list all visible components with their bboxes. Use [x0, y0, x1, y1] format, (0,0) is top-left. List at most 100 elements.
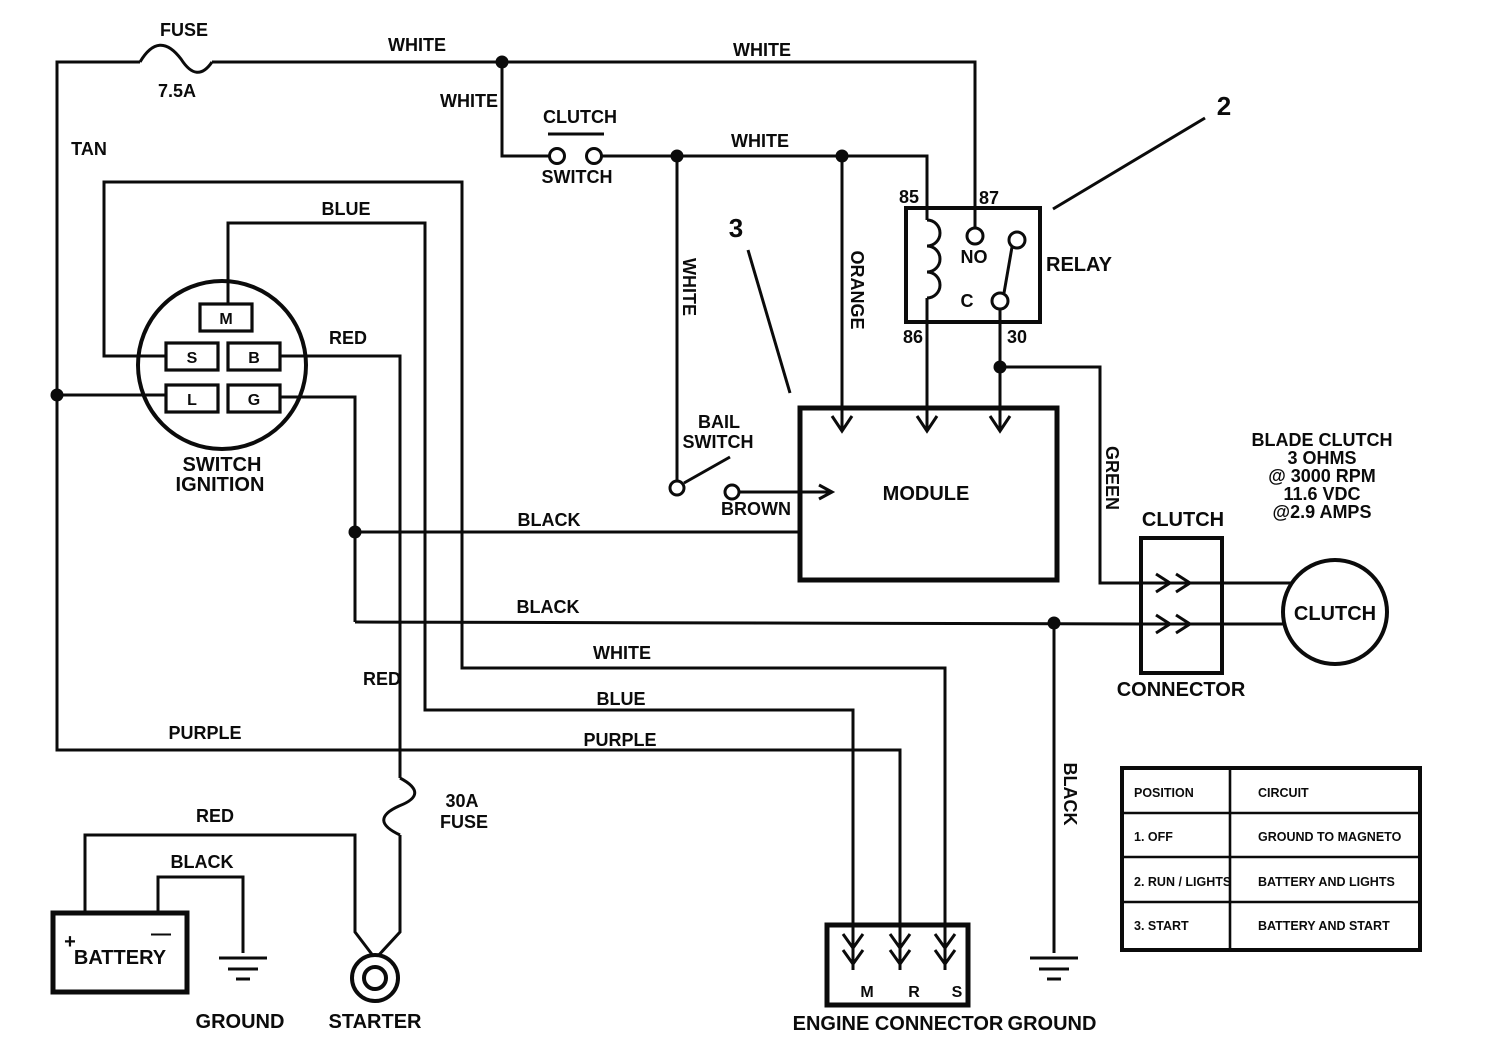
- wire-red-b: [280, 354, 402, 778]
- ignition-terminal-g-label: G: [248, 392, 260, 409]
- wire-label-white: WHITE: [388, 35, 446, 55]
- wire-blue: [226, 221, 855, 970]
- ignition-terminal-m: [198, 302, 254, 333]
- wire-label-black: BLACK: [517, 597, 580, 617]
- table-header-position: POSITION: [1134, 786, 1194, 800]
- relay-blade-pivot: [1007, 230, 1027, 250]
- engine-pin-m-chevrons: [841, 933, 865, 967]
- wire-label-red: RED: [196, 806, 234, 826]
- wire-label-black: BLACK: [518, 510, 581, 530]
- junction-dot: [835, 149, 849, 163]
- relay-c-contact: [990, 291, 1010, 311]
- fuse-label: FUSE: [160, 20, 208, 40]
- connector-chevron-top-2: [1175, 572, 1193, 594]
- engine-pin-r-label: R: [908, 984, 920, 1001]
- wire-label-red: RED: [363, 669, 401, 689]
- relay-pin-86: 86: [903, 327, 923, 347]
- wire-green: [1000, 365, 1292, 585]
- junction-dot: [993, 360, 1007, 374]
- engine-pin-m-label: M: [860, 984, 873, 1001]
- wire-label-green: GREEN: [1102, 446, 1122, 510]
- blade-clutch-note-2: 3 OHMS: [1287, 448, 1356, 468]
- fuse-30a-rating: 30A: [445, 791, 478, 811]
- table-header-circuit: CIRCUIT: [1258, 786, 1309, 800]
- ignition-terminal-b-label: B: [248, 350, 260, 367]
- callout-3: 3: [729, 213, 743, 243]
- ground-label-right: GROUND: [1008, 1013, 1097, 1035]
- ignition-switch-label-1: SWITCH: [183, 454, 262, 476]
- table-cell: GROUND TO MAGNETO: [1258, 830, 1402, 844]
- connector-chevron-bottom-1: [1155, 613, 1173, 635]
- blade-clutch-note-4: 11.6 VDC: [1283, 484, 1360, 504]
- blade-clutch-note-5: @2.9 AMPS: [1273, 502, 1372, 522]
- connector-chevron-bottom-2: [1175, 613, 1193, 635]
- blade-clutch-note-3: @ 3000 RPM: [1268, 466, 1376, 486]
- wire-g-black: [280, 395, 357, 622]
- wire-red-battery: [83, 833, 376, 958]
- wire-white-top: [212, 60, 977, 228]
- wire-black-battery: [156, 875, 245, 953]
- fuse-30a-label: FUSE: [440, 812, 488, 832]
- starter-label: STARTER: [329, 1011, 423, 1033]
- engine-pin-s-chevrons: [933, 933, 957, 967]
- wire-label-white: WHITE: [731, 131, 789, 151]
- clutch-switch-contact-right: [585, 147, 603, 165]
- ignition-terminal-l-label: L: [187, 392, 197, 409]
- junction-dot: [495, 55, 509, 69]
- bail-switch-label-2: SWITCH: [683, 432, 754, 452]
- battery-positive: +: [64, 931, 76, 953]
- wire-label-tan: TAN: [71, 139, 107, 159]
- ground-symbol-left: [219, 956, 267, 981]
- module-arrow-middle: [915, 415, 939, 434]
- wire-label-brown: BROWN: [721, 499, 791, 519]
- table-cell: BATTERY AND START: [1258, 919, 1390, 933]
- wire-label-black: BLACK: [1060, 763, 1080, 826]
- ignition-terminal-m-label: M: [219, 311, 232, 328]
- wire-label-purple: PURPLE: [168, 723, 241, 743]
- ignition-switch-label-2: IGNITION: [176, 474, 265, 496]
- wire-label-red: RED: [329, 328, 367, 348]
- clutch-label: CLUTCH: [1294, 603, 1376, 625]
- wire-white-start: [102, 180, 947, 970]
- junction-dot: [348, 525, 362, 539]
- clutch-switch-label-1: CLUTCH: [543, 107, 617, 127]
- ground-symbol-right: [1030, 956, 1078, 981]
- engine-pin-r-chevrons: [888, 933, 912, 967]
- table-cell: BATTERY AND LIGHTS: [1258, 875, 1395, 889]
- relay-pin-30: 30: [1007, 327, 1027, 347]
- clutch-connector-box: [1139, 536, 1224, 675]
- blade-clutch-note-1: BLADE CLUTCH: [1252, 430, 1393, 450]
- battery-box: [50, 910, 190, 995]
- module-arrow-right: [988, 415, 1012, 434]
- wire-label-white: WHITE: [733, 40, 791, 60]
- clutch-switch-contact-left: [548, 147, 566, 165]
- relay-contact-no: NO: [961, 247, 988, 267]
- ignition-terminal-s: [164, 341, 220, 372]
- relay-label: RELAY: [1046, 254, 1113, 276]
- wire-label-orange: ORANGE: [847, 250, 867, 329]
- clutch-switch-label-2: SWITCH: [542, 167, 613, 187]
- battery-negative: —: [151, 923, 171, 945]
- clutch-body: [1281, 558, 1389, 666]
- wire-label-black: BLACK: [171, 852, 234, 872]
- wire-label-blue: BLUE: [597, 689, 646, 709]
- wire-label-blue: BLUE: [322, 199, 371, 219]
- relay-contact-c: C: [961, 291, 974, 311]
- junction-dot: [670, 149, 684, 163]
- battery-label: BATTERY: [74, 947, 167, 969]
- fuse-rating: 7.5A: [158, 81, 196, 101]
- wire-white-to-relay: [602, 154, 929, 220]
- bail-switch-label-1: BAIL: [698, 412, 740, 432]
- bail-switch-contact-left: [668, 479, 686, 497]
- table-cell: 1. OFF: [1134, 830, 1173, 844]
- wire-label-white: WHITE: [440, 91, 498, 111]
- ground-label-left: GROUND: [196, 1011, 285, 1033]
- relay-blade: [1002, 246, 1014, 294]
- clutch-connector-label-2: CONNECTOR: [1117, 679, 1246, 701]
- relay-no-contact: [965, 226, 985, 246]
- engine-connector-label: ENGINE CONNECTOR: [793, 1013, 1004, 1035]
- table-outline: [1120, 766, 1422, 952]
- engine-connector-box: [824, 922, 971, 1008]
- bail-switch-contact-right: [723, 483, 741, 501]
